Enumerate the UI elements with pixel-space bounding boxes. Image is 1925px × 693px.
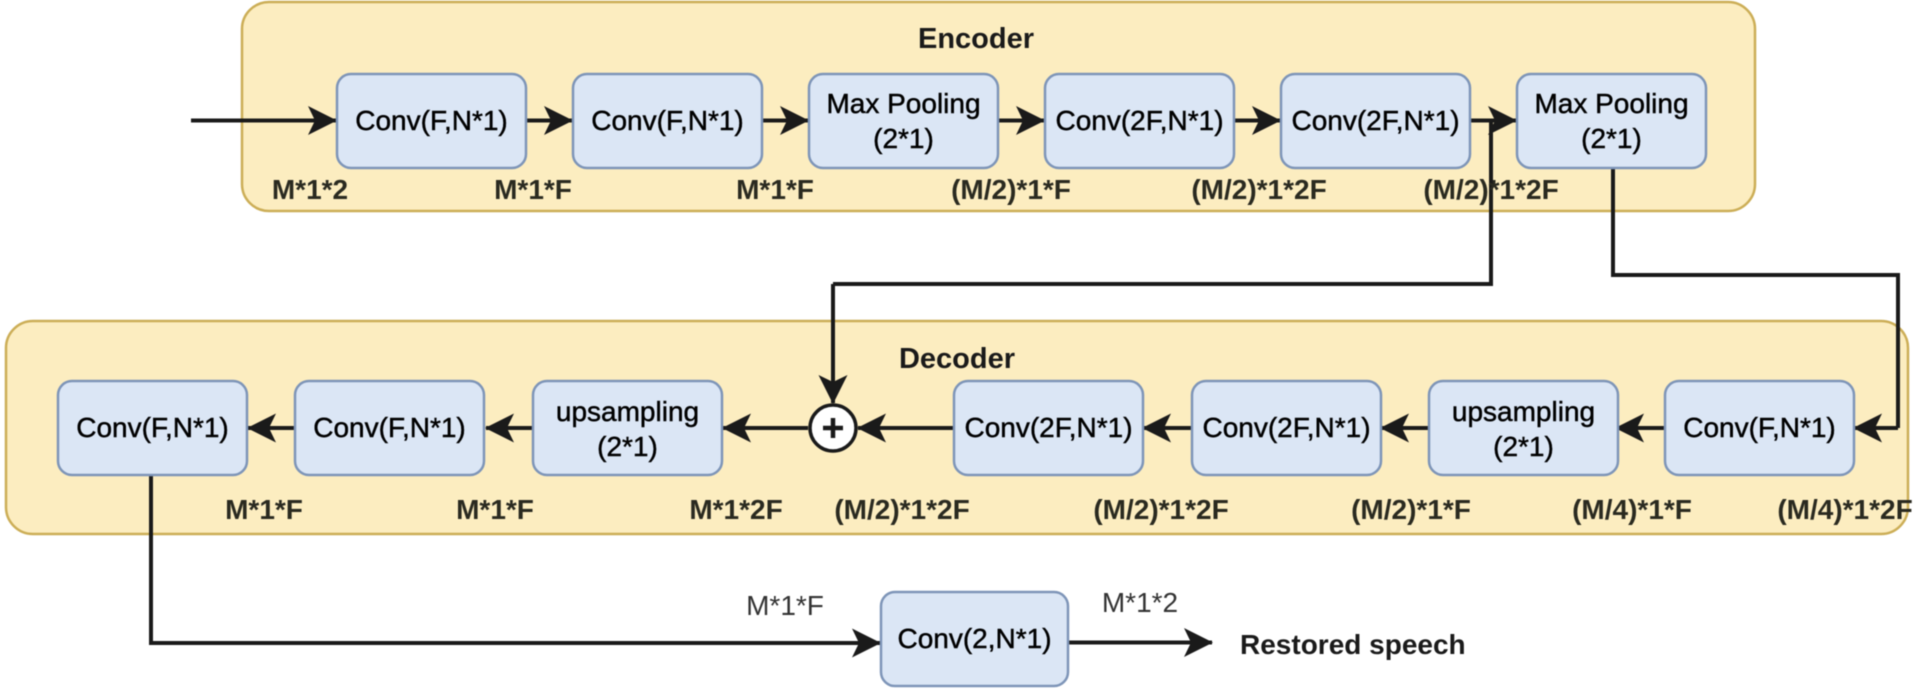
- svg-text:upsampling: upsampling: [1452, 396, 1595, 427]
- svg-text:Max Pooling: Max Pooling: [1534, 88, 1688, 119]
- svg-text:Conv(F,N*1): Conv(F,N*1): [591, 105, 743, 136]
- svg-text:Conv(F,N*1): Conv(F,N*1): [355, 105, 507, 136]
- svg-text:(2*1): (2*1): [597, 431, 658, 462]
- svg-text:(M/2)*1*2F: (M/2)*1*2F: [1191, 174, 1326, 205]
- svg-text:Conv(F,N*1): Conv(F,N*1): [76, 412, 228, 443]
- svg-text:Conv(2F,N*1): Conv(2F,N*1): [1202, 412, 1370, 443]
- svg-text:(2*1): (2*1): [873, 123, 934, 154]
- svg-text:(M/4)*1*2F: (M/4)*1*2F: [1777, 494, 1912, 525]
- svg-text:(M/2)*1*F: (M/2)*1*F: [1351, 494, 1471, 525]
- svg-text:Conv(2,N*1): Conv(2,N*1): [897, 623, 1051, 654]
- svg-text:Encoder: Encoder: [918, 23, 1034, 55]
- svg-text:M*1*2: M*1*2: [272, 174, 348, 205]
- svg-text:Max Pooling: Max Pooling: [826, 88, 980, 119]
- svg-text:Conv(F,N*1): Conv(F,N*1): [1683, 412, 1835, 443]
- svg-text:Decoder: Decoder: [899, 343, 1015, 375]
- svg-text:(M/2)*1*2F: (M/2)*1*2F: [1423, 174, 1558, 205]
- svg-text:M*1*F: M*1*F: [225, 494, 303, 525]
- svg-text:(2*1): (2*1): [1581, 123, 1642, 154]
- svg-text:Conv(2F,N*1): Conv(2F,N*1): [1291, 105, 1459, 136]
- svg-text:M*1*F: M*1*F: [746, 590, 824, 621]
- svg-text:(M/2)*1*2F: (M/2)*1*2F: [1093, 494, 1228, 525]
- svg-text:Conv(2F,N*1): Conv(2F,N*1): [964, 412, 1132, 443]
- svg-text:M*1*2: M*1*2: [1102, 587, 1178, 618]
- svg-text:Restored speech: Restored speech: [1240, 629, 1466, 660]
- svg-text:Conv(F,N*1): Conv(F,N*1): [313, 412, 465, 443]
- svg-text:M*1*2F: M*1*2F: [689, 494, 782, 525]
- svg-text:Conv(2F,N*1): Conv(2F,N*1): [1055, 105, 1223, 136]
- svg-text:M*1*F: M*1*F: [736, 174, 814, 205]
- svg-text:upsampling: upsampling: [556, 396, 699, 427]
- svg-text:(M/4)*1*F: (M/4)*1*F: [1572, 494, 1692, 525]
- svg-text:(2*1): (2*1): [1493, 431, 1554, 462]
- svg-text:M*1*F: M*1*F: [456, 494, 534, 525]
- svg-text:M*1*F: M*1*F: [494, 174, 572, 205]
- svg-text:(M/2)*1*F: (M/2)*1*F: [951, 174, 1071, 205]
- svg-text:(M/2)*1*2F: (M/2)*1*2F: [834, 494, 969, 525]
